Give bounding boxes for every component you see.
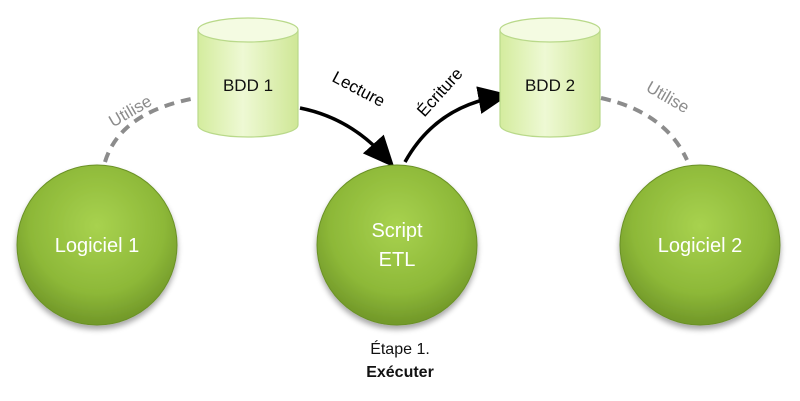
script-etl: Script ETL bbox=[316, 164, 478, 326]
read-label: Lecture bbox=[329, 67, 388, 110]
bdd2-label: BDD 2 bbox=[525, 76, 575, 95]
logiciel1-label: Logiciel 1 bbox=[55, 235, 140, 257]
caption-step: Étape 1. bbox=[370, 341, 430, 358]
read-arrow bbox=[299, 106, 395, 168]
script-label-line2: ETL bbox=[379, 249, 416, 271]
uses-link-right bbox=[600, 96, 689, 161]
write-label: Écriture bbox=[413, 64, 466, 120]
software-logiciel1: Logiciel 1 bbox=[16, 164, 178, 326]
script-label-line1: Script bbox=[371, 220, 423, 242]
software-logiciel2: Logiciel 2 bbox=[619, 164, 781, 326]
write-arrow bbox=[403, 86, 510, 163]
database-bdd1: BDD 1 bbox=[197, 17, 299, 138]
logiciel2-label: Logiciel 2 bbox=[658, 235, 743, 257]
database-bdd2: BDD 2 bbox=[499, 17, 601, 138]
uses-label-right: Utilise bbox=[643, 77, 693, 117]
caption-action: Exécuter bbox=[366, 364, 434, 381]
uses-link-left bbox=[103, 96, 197, 163]
uses-label-left: Utilise bbox=[105, 91, 155, 131]
bdd1-label: BDD 1 bbox=[223, 76, 273, 95]
